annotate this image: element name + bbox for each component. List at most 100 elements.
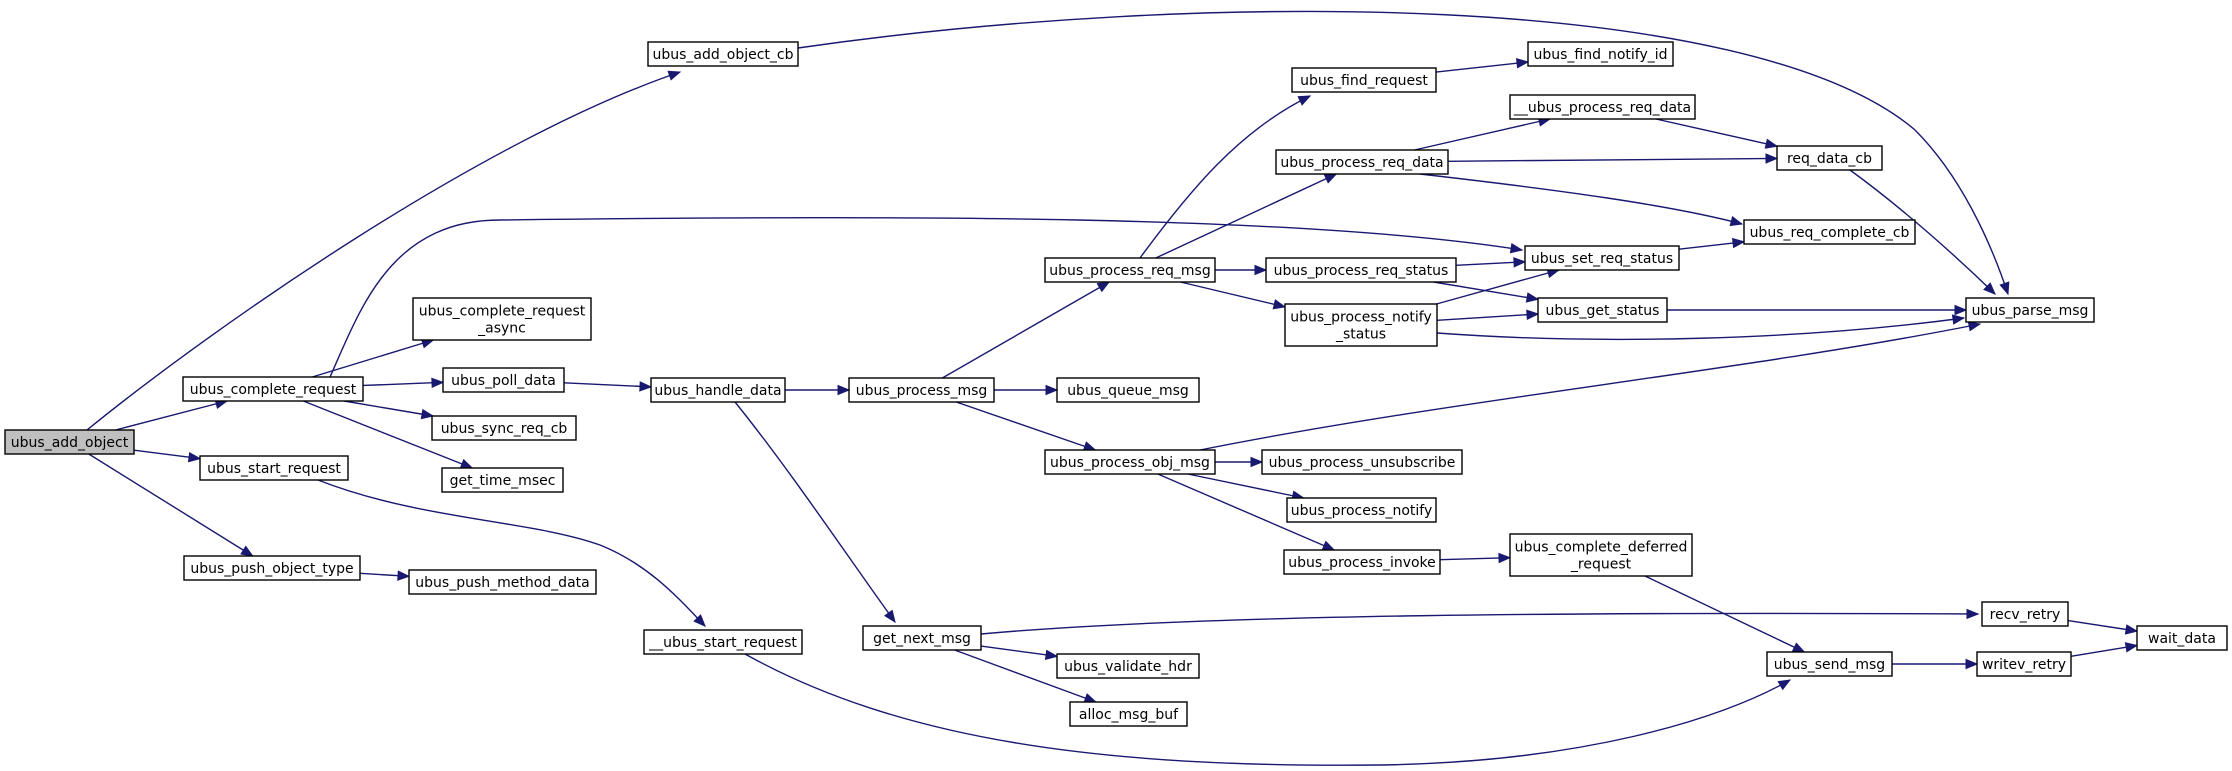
- node-box[interactable]: [650, 377, 786, 403]
- node-box[interactable]: [1056, 653, 1200, 679]
- node-box[interactable]: [1776, 145, 1883, 171]
- node-complete-request[interactable]: ubus_complete_request: [182, 376, 364, 402]
- node-process-obj-msg[interactable]: ubus_process_obj_msg: [1044, 449, 1216, 475]
- node-box[interactable]: [182, 376, 364, 402]
- node-box[interactable]: [1509, 94, 1696, 120]
- node-box[interactable]: [431, 415, 577, 441]
- node-push-method-data[interactable]: ubus_push_method_data: [408, 569, 597, 595]
- node-complete-deferred-request[interactable]: ubus_complete_deferred_request: [1509, 533, 1693, 577]
- node-handle-data[interactable]: ubus_handle_data: [650, 377, 786, 403]
- node-alloc-msg-buf[interactable]: alloc_msg_buf: [1069, 701, 1188, 727]
- node-poll-data[interactable]: ubus_poll_data: [442, 367, 565, 393]
- node-process-invoke[interactable]: ubus_process_invoke: [1283, 549, 1441, 575]
- node-box[interactable]: [1524, 245, 1680, 271]
- edge-line: [115, 400, 228, 431]
- node-get-time-msec[interactable]: get_time_msec: [441, 467, 564, 493]
- node-box[interactable]: [1291, 67, 1437, 93]
- node-recv-retry[interactable]: recv_retry: [1981, 601, 2069, 627]
- node-box[interactable]: [1286, 497, 1437, 523]
- node-box[interactable]: [408, 569, 597, 595]
- edge-complete_request-to-complete_request_async: [312, 338, 435, 378]
- node-box[interactable]: [1056, 377, 1200, 403]
- edge-process_msg-to-process_obj_msg: [956, 401, 1097, 452]
- node-box[interactable]: [1965, 297, 2095, 323]
- node-box[interactable]: [1537, 297, 1668, 323]
- node-wait-data[interactable]: wait_data: [2136, 625, 2228, 651]
- node-get-next-msg[interactable]: get_next_msg: [862, 625, 982, 651]
- edge-line: [1180, 281, 1286, 308]
- node-process-notify[interactable]: ubus_process_notify: [1286, 497, 1437, 523]
- edge-line: [343, 400, 434, 417]
- node---process-req-data[interactable]: __ubus_process_req_data: [1509, 94, 1696, 120]
- node-label: ubus_complete_request: [419, 304, 586, 320]
- node-box[interactable]: [848, 377, 995, 403]
- edge-push_object_type-to-push_method_data: [359, 570, 411, 581]
- node-get-status[interactable]: ubus_get_status: [1537, 297, 1668, 323]
- edge-complete_request-to-sync_req_cb: [343, 400, 435, 420]
- node-sync-req-cb[interactable]: ubus_sync_req_cb: [431, 415, 577, 441]
- edge-process_obj_msg-to-process_unsubscribe: [1215, 456, 1264, 468]
- node-box[interactable]: [862, 625, 982, 651]
- node-writev-retry[interactable]: writev_retry: [1976, 651, 2072, 677]
- node-label: ubus_set_req_status: [1531, 251, 1673, 267]
- edge-add_object-to-complete_request: [115, 398, 229, 431]
- node-box[interactable]: [442, 367, 565, 393]
- edge-process_notify_status-to-parse_msg: [1436, 314, 1966, 341]
- node-add-object[interactable]: ubus_add_object: [4, 429, 135, 455]
- node-box[interactable]: [1527, 41, 1674, 67]
- node-box[interactable]: [1766, 651, 1893, 677]
- edge-process_req_status-to-get_status: [1433, 281, 1540, 303]
- node-box[interactable]: [1981, 601, 2069, 627]
- node-box[interactable]: [1976, 651, 2072, 677]
- edge-find_request-to-find_notify_id: [1435, 58, 1530, 73]
- edge-arrowhead: [1515, 58, 1530, 69]
- node-req-data-cb[interactable]: req_data_cb: [1776, 145, 1883, 171]
- node-set-req-status[interactable]: ubus_set_req_status: [1524, 245, 1680, 271]
- node-label: ubus_add_object_cb: [652, 47, 793, 63]
- node-send-msg[interactable]: ubus_send_msg: [1766, 651, 1893, 677]
- node-box[interactable]: [1044, 257, 1216, 283]
- node-box[interactable]: [1284, 303, 1438, 347]
- node-process-req-msg[interactable]: ubus_process_req_msg: [1044, 257, 1216, 283]
- node-box[interactable]: [1509, 533, 1693, 577]
- node-box[interactable]: [1283, 549, 1441, 575]
- node-box[interactable]: [441, 467, 564, 493]
- node-box[interactable]: [412, 297, 592, 341]
- node-find-request[interactable]: ubus_find_request: [1291, 67, 1437, 93]
- node-push-object-type[interactable]: ubus_push_object_type: [183, 555, 361, 581]
- edge-line: [303, 400, 473, 469]
- node-process-msg[interactable]: ubus_process_msg: [848, 377, 995, 403]
- edge-__process_req_data-to-req_data_cb: [1655, 118, 1779, 149]
- node-complete-request-async[interactable]: ubus_complete_request_async: [412, 297, 592, 341]
- node-box[interactable]: [647, 41, 799, 67]
- node-box[interactable]: [1743, 219, 1916, 245]
- node-process-notify-status[interactable]: ubus_process_notify_status: [1284, 303, 1438, 347]
- node-queue-msg[interactable]: ubus_queue_msg: [1056, 377, 1200, 403]
- node-box[interactable]: [4, 429, 135, 455]
- node-box[interactable]: [643, 629, 803, 655]
- node-process-req-data[interactable]: ubus_process_req_data: [1275, 149, 1449, 175]
- node-process-req-status[interactable]: ubus_process_req_status: [1265, 257, 1457, 283]
- node-add-object-cb[interactable]: ubus_add_object_cb: [647, 41, 799, 67]
- edge-arrowhead: [1951, 314, 1966, 325]
- node---start-request[interactable]: __ubus_start_request: [643, 629, 803, 655]
- node-req-complete-cb[interactable]: ubus_req_complete_cb: [1743, 219, 1916, 245]
- node-box[interactable]: [1275, 149, 1449, 175]
- node-box[interactable]: [1261, 449, 1463, 475]
- edge-arrowhead: [1297, 95, 1312, 106]
- node-validate-hdr[interactable]: ubus_validate_hdr: [1056, 653, 1200, 679]
- node-label: ubus_add_object: [11, 435, 129, 451]
- node-parse-msg[interactable]: ubus_parse_msg: [1965, 297, 2095, 323]
- edge-arrowhead: [1045, 384, 1059, 396]
- node-process-unsubscribe[interactable]: ubus_process_unsubscribe: [1261, 449, 1463, 475]
- node-start-request[interactable]: ubus_start_request: [199, 455, 349, 481]
- node-find-notify-id[interactable]: ubus_find_notify_id: [1527, 41, 1674, 67]
- node-label: ubus_push_method_data: [415, 575, 589, 591]
- edge-line: [1849, 169, 1996, 295]
- node-box[interactable]: [2136, 625, 2228, 651]
- node-box[interactable]: [1265, 257, 1457, 283]
- node-box[interactable]: [1044, 449, 1216, 475]
- node-box[interactable]: [1069, 701, 1188, 727]
- node-box[interactable]: [199, 455, 349, 481]
- node-box[interactable]: [183, 555, 361, 581]
